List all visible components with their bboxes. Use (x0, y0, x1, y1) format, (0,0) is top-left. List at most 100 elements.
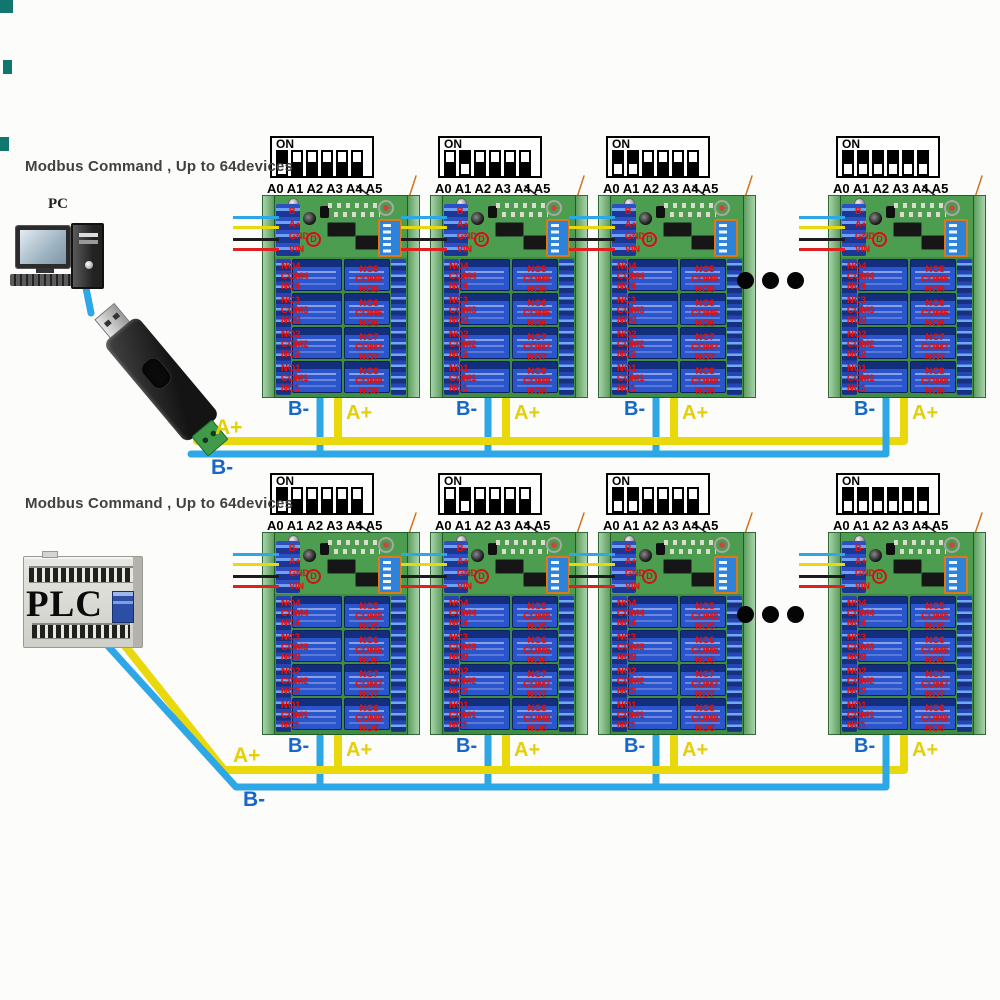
relay-icon (858, 596, 908, 628)
b-minus-stub-wire (799, 216, 845, 219)
transistor-icon (488, 543, 497, 555)
relay-icon (344, 327, 390, 359)
power-terminal-label: B- (457, 206, 467, 216)
dip-switch-row (276, 150, 363, 176)
dip-switch-off (519, 487, 531, 513)
power-terminal-label: B- (289, 206, 299, 216)
relay-icon (512, 293, 558, 325)
power-terminal-label: A+ (625, 555, 637, 566)
annotation-circle-icon (546, 200, 562, 216)
annotation-circle-icon (714, 537, 730, 553)
watermark-square (3, 60, 12, 74)
relay-column-left (460, 596, 510, 732)
relay-icon (680, 361, 726, 393)
relay-terminal-strip-right (559, 259, 574, 395)
relay-icon (628, 259, 678, 291)
dip-switch-on (917, 487, 929, 513)
power-terminal-label: GND (289, 231, 309, 241)
gnd-stub-wire (799, 238, 845, 241)
relay-icon (910, 630, 956, 662)
power-terminal-label: GND (855, 231, 875, 241)
a-plus-wire-label: A+ (346, 402, 373, 424)
ic-chip-icon (894, 560, 921, 573)
watermark-square (0, 137, 9, 151)
power-terminal-label: VIN (457, 580, 473, 591)
dip-switch-on (612, 150, 624, 176)
relay-icon (344, 596, 390, 628)
relay-column-right (344, 259, 390, 395)
dip-switch-on (276, 150, 288, 176)
ic-chip-icon (328, 223, 355, 236)
power-terminal-block (276, 541, 300, 593)
relay-icon (512, 327, 558, 359)
power-terminal-label: GND (625, 568, 645, 578)
power-terminal-block (842, 541, 866, 593)
relay-column-left (858, 259, 908, 395)
power-terminal-label: B- (855, 206, 865, 216)
dip-on-label: ON (842, 137, 860, 151)
power-terminal-label: GND (289, 568, 309, 578)
power-terminal-label: A+ (289, 218, 301, 229)
gnd-stub-wire (569, 575, 615, 578)
power-terminal-label: VIN (625, 243, 641, 254)
dip-pin-labels: A0 A1 A2 A3 A4 A5 (833, 518, 949, 533)
pc-host: PC (10, 196, 120, 292)
power-terminal-label: VIN (855, 580, 871, 591)
relay-icon (910, 596, 956, 628)
d-marker-badge: D (642, 232, 657, 247)
dip-switch-off (519, 150, 531, 176)
capacitor-icon (303, 549, 316, 562)
plc-tab (42, 551, 58, 558)
dip-pin-labels: A0 A1 A2 A3 A4 A5 (833, 181, 949, 196)
dip-switch-off (642, 150, 654, 176)
annotation-circle-icon (378, 537, 394, 553)
relay-column-left (292, 596, 342, 732)
modbus-caption-bottom: Modbus Command , Up to 64devices (25, 495, 294, 512)
relay-icon (910, 327, 956, 359)
relay-column-left (628, 596, 678, 732)
dip-switch-on (917, 150, 929, 176)
gnd-stub-wire (569, 238, 615, 241)
power-terminal-label: B- (625, 206, 635, 216)
power-terminal-label: A+ (289, 555, 301, 566)
d-marker-badge: D (642, 569, 657, 584)
dip-switch-off (321, 150, 333, 176)
pc-label: PC (48, 196, 68, 212)
modbus-caption-top: Modbus Command , Up to 64devices (25, 158, 294, 175)
smd-components (670, 212, 716, 217)
smd-components (328, 540, 380, 545)
dip-switch-off (321, 487, 333, 513)
dip-switch-off (351, 487, 363, 513)
power-terminal-label: VIN (855, 243, 871, 254)
dip-address-diagram: ON (606, 473, 710, 515)
a-plus-wire-label: A+ (346, 739, 373, 761)
relay-icon (628, 664, 678, 696)
relay-icon (292, 293, 342, 325)
relay-column-right (512, 596, 558, 732)
ic-chip-icon (922, 236, 949, 249)
plc-terminal-row-bottom (32, 623, 130, 639)
vin-stub-wire (799, 585, 845, 588)
a-plus-stub-wire (799, 563, 845, 566)
relay-icon (910, 293, 956, 325)
dip-switch-row (444, 487, 531, 513)
relay-icon (628, 596, 678, 628)
relay-icon (628, 361, 678, 393)
smd-components (334, 549, 380, 554)
dip-switch-component (378, 219, 402, 257)
relay-terminal-strip-right (559, 596, 574, 732)
relay-icon (460, 259, 510, 291)
relay-column-right (344, 596, 390, 732)
b-minus-wire-label: B- (456, 735, 478, 757)
relay-icon (680, 698, 726, 730)
relay-terminal-strip-left (276, 596, 291, 732)
a-plus-wire-label: A+ (514, 402, 541, 424)
d-marker-badge: D (474, 232, 489, 247)
relay-icon (460, 664, 510, 696)
dip-switch-off (444, 150, 456, 176)
transistor-icon (886, 543, 895, 555)
